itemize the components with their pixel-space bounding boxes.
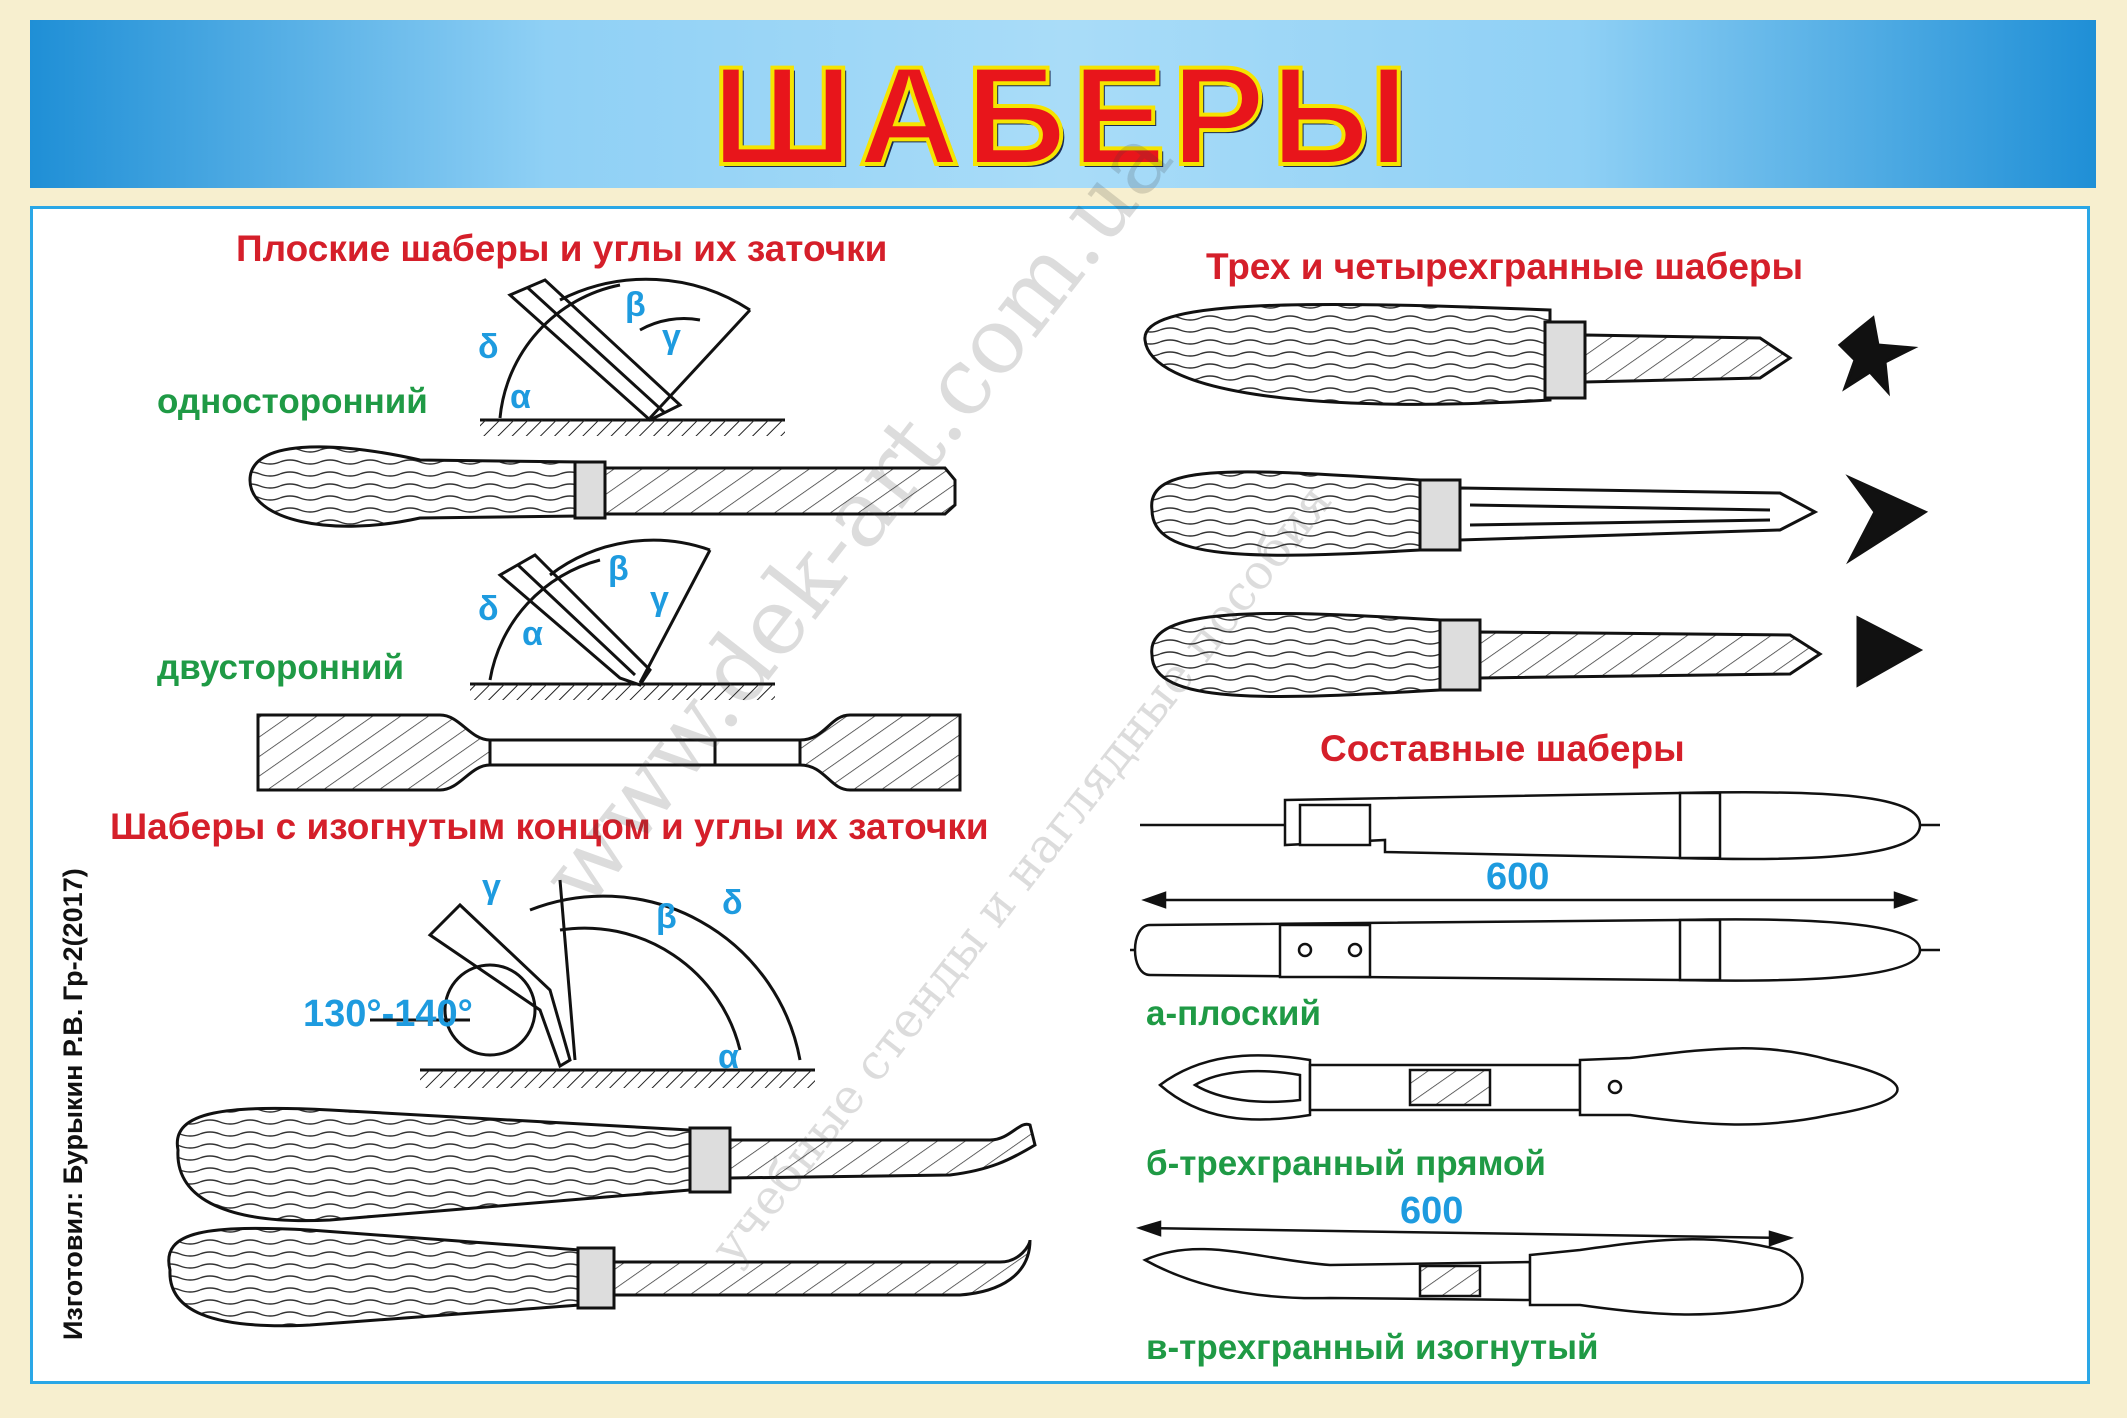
angle-range-label: 130°-140° — [303, 993, 473, 1035]
four-sided-scraper — [1143, 302, 1919, 406]
alpha-angle-1: α — [510, 378, 531, 416]
dimension-label-2: 600 — [1400, 1190, 1464, 1232]
gamma-angle-3: γ — [482, 868, 501, 906]
composite-scraper-c — [1135, 1220, 1804, 1316]
beta-angle-2: β — [608, 550, 629, 588]
single-sided-angle-diagram — [480, 277, 785, 436]
double-sided-angle-diagram — [470, 538, 775, 700]
bent-scraper-2 — [167, 1226, 1032, 1328]
delta-angle-3: δ — [722, 884, 743, 922]
gamma-angle-2: γ — [650, 580, 669, 618]
three-sided-scraper — [1150, 611, 1924, 699]
page-title: ШАБЕРЫ — [710, 37, 1415, 194]
alpha-angle-2: α — [522, 615, 543, 653]
composite-scraper-b — [1158, 1047, 1899, 1126]
label-three-sided-straight: б-трехгранный прямой — [1146, 1144, 1546, 1183]
single-sided-label: односторонний — [157, 382, 428, 421]
gamma-angle-1: γ — [662, 318, 681, 356]
flat-scrapers-heading: Плоские шаберы и углы их заточки — [236, 228, 888, 269]
author-credit: Изготовил: Бурыкин Р.В. Гр-2(2017) — [58, 868, 88, 1340]
title-banner: ШАБЕРЫ — [30, 20, 2096, 188]
dimension-label-1: 600 — [1486, 856, 1550, 898]
bent-angle-diagram — [370, 879, 815, 1088]
three-sided-scraper-straight — [1150, 470, 1929, 565]
composite-scrapers-heading: Составные шаберы — [1320, 728, 1685, 769]
label-flat: а-плоский — [1146, 994, 1321, 1033]
double-sided-scraper — [256, 713, 962, 792]
composite-scraper-a-top — [1130, 918, 1940, 982]
bent-scrapers-heading: Шаберы с изогнутым концом и углы их зато… — [110, 806, 989, 847]
double-sided-label: двусторонний — [157, 648, 405, 687]
alpha-angle-3: α — [718, 1038, 739, 1076]
beta-angle-3: β — [656, 898, 677, 936]
single-sided-scraper — [248, 445, 957, 528]
composite-scraper-a-side — [1140, 791, 1940, 909]
beta-angle-1: β — [625, 286, 646, 324]
bent-scraper-1 — [175, 1106, 1037, 1223]
label-three-sided-bent: в-трехгранный изогнутый — [1146, 1328, 1599, 1367]
delta-angle-1: δ — [478, 328, 499, 366]
faceted-scrapers-heading: Трех и четырехгранные шаберы — [1206, 246, 1804, 287]
delta-angle-2: δ — [478, 590, 499, 628]
